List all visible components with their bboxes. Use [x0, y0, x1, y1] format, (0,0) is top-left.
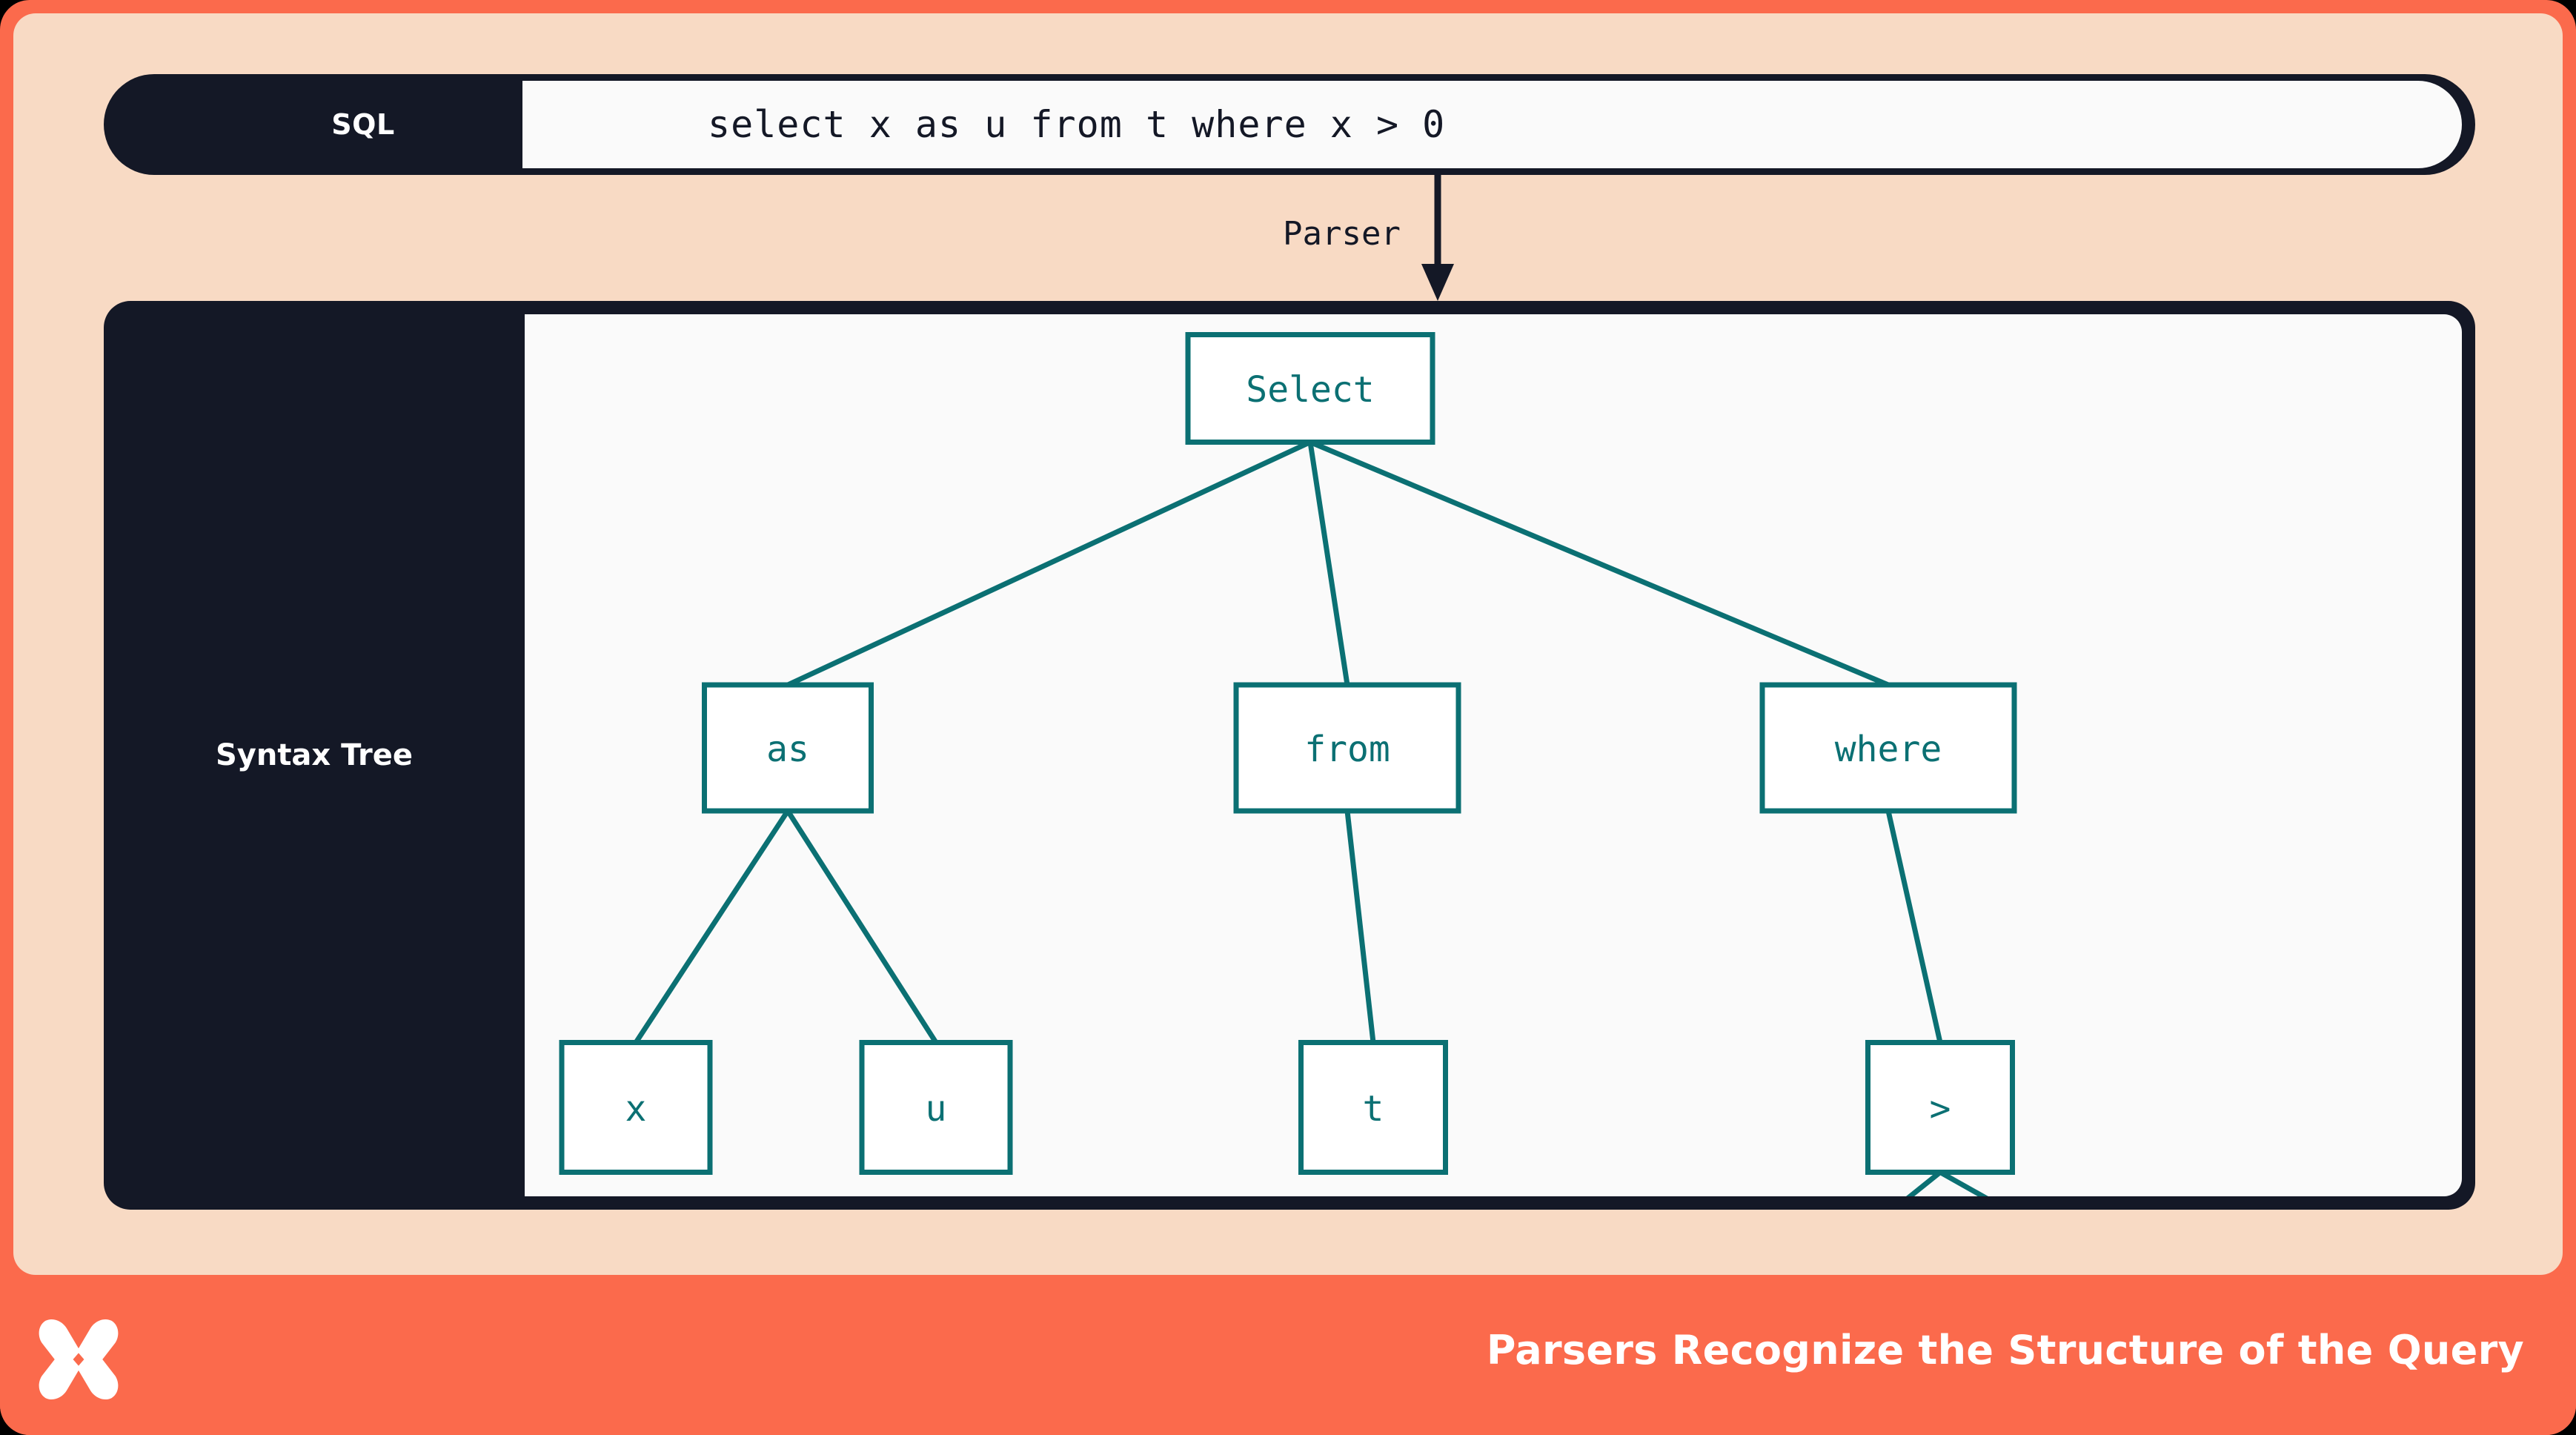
tree-node[interactable]: Select [1185, 332, 1435, 445]
tree-edge [786, 809, 938, 1044]
tree-edge [1939, 1170, 1988, 1196]
tree-node-box [1865, 1040, 2015, 1175]
brand-x-star-icon [39, 1319, 119, 1400]
tree-node[interactable]: x [559, 1040, 713, 1175]
parser-label: Parser [1283, 215, 1401, 253]
tree-edge [1307, 441, 1350, 686]
tree-node[interactable]: from [1233, 682, 1461, 814]
sql-input-row: select x as u from t where x > 0 SQL [104, 74, 2475, 175]
footer-caption: Parsers Recognize the Structure of the Q… [1486, 1327, 2524, 1373]
tree-node-label: x [625, 1088, 647, 1130]
tree-node[interactable]: t [1298, 1040, 1448, 1175]
tree-node-box [1298, 1040, 1448, 1175]
tree-node-box [1759, 682, 2017, 814]
tree-node-label: Select [1246, 369, 1374, 411]
tree-node-box [1185, 332, 1435, 445]
footer-bar [0, 1282, 2576, 1435]
tree-node-label: as [766, 729, 809, 770]
arrow-down-icon [1421, 175, 1454, 301]
tree-node-label: t [1363, 1088, 1384, 1130]
tree-edge [634, 809, 790, 1044]
tree-node-box [702, 682, 874, 814]
tree-node-box [859, 1040, 1013, 1175]
tree-edge [1905, 1170, 1942, 1196]
tree-edge [1309, 440, 1890, 688]
tree-node[interactable]: > [1865, 1040, 2015, 1175]
tree-node-box [559, 1040, 713, 1175]
sql-field-frame: select x as u from t where x > 0 [522, 74, 2475, 175]
sql-label-pill [104, 74, 548, 175]
tree-node-label: from [1304, 729, 1390, 770]
tree-edge [1344, 810, 1376, 1043]
syntax-tree-label: Syntax Tree [215, 738, 414, 772]
tree-node[interactable]: u [859, 1040, 1013, 1175]
tree-edge [1885, 810, 1943, 1044]
tree-node-label: > [1930, 1088, 1951, 1130]
tree-node-label: u [926, 1088, 947, 1130]
sql-query-text[interactable]: select x as u from t where x > 0 [522, 81, 2462, 168]
tree-node-label: where [1835, 729, 1942, 770]
sql-label: SQL [331, 108, 395, 141]
tree-node[interactable]: as [702, 682, 874, 814]
tree-node[interactable]: where [1759, 682, 2017, 814]
tree-node-box [1233, 682, 1461, 814]
tree-edge [786, 440, 1312, 688]
